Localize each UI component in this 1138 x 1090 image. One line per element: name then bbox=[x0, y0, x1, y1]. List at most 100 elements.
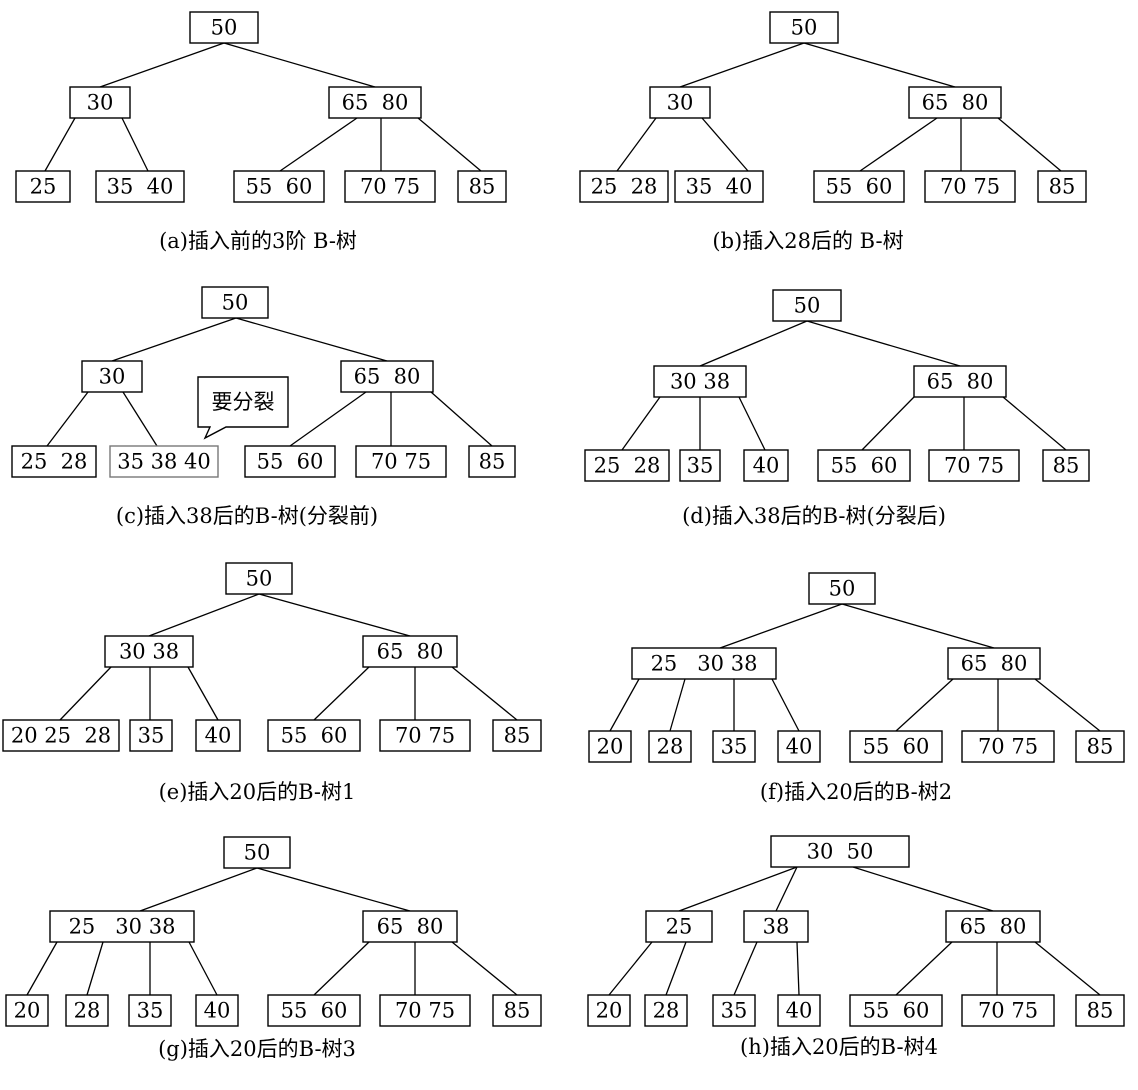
node-box bbox=[65, 994, 109, 1027]
tree-node: 55 60 bbox=[233, 170, 325, 203]
tree-edge bbox=[679, 42, 805, 88]
tree-edge bbox=[859, 117, 938, 172]
node-box bbox=[15, 170, 71, 203]
tree-node: 35 40 bbox=[674, 170, 764, 203]
node-box bbox=[362, 910, 458, 943]
node-keys: 40 bbox=[204, 999, 231, 1023]
tree-node: 40 bbox=[195, 719, 241, 752]
tree-edge bbox=[111, 317, 237, 362]
node-keys: 85 bbox=[504, 999, 531, 1023]
node-keys: 70 75 bbox=[978, 999, 1038, 1023]
tree-edge bbox=[806, 320, 961, 367]
node-keys: 85 bbox=[1087, 735, 1114, 759]
node-keys: 50 bbox=[791, 16, 818, 40]
tree-edge bbox=[803, 42, 956, 88]
panel-caption: (e)插入20后的B-树1 bbox=[159, 780, 356, 804]
tree-node: 30 bbox=[649, 86, 711, 119]
tree-node: 25 bbox=[15, 170, 71, 203]
node-box bbox=[328, 86, 422, 119]
node-keys: 85 bbox=[469, 175, 496, 199]
tree-node: 70 75 bbox=[355, 445, 447, 478]
node-keys: 20 bbox=[596, 999, 623, 1023]
tree-node: 30 bbox=[69, 86, 131, 119]
tree-node: 35 38 40 bbox=[109, 445, 219, 478]
tree-node: 65 80 bbox=[362, 635, 458, 668]
node-keys: 35 bbox=[687, 454, 714, 478]
tree-node: 30 bbox=[81, 360, 143, 393]
tree-edge bbox=[26, 941, 58, 996]
node-keys: 65 80 bbox=[927, 370, 994, 394]
tree-node: 55 60 bbox=[849, 994, 943, 1027]
tree-node: 50 bbox=[808, 572, 876, 605]
tree-node: 85 bbox=[1075, 994, 1125, 1027]
tree-node: 30 50 bbox=[770, 835, 910, 868]
node-keys: 35 38 40 bbox=[117, 450, 211, 474]
tree-node: 65 80 bbox=[908, 86, 1002, 119]
node-keys: 50 bbox=[794, 294, 821, 318]
node-keys: 55 60 bbox=[281, 724, 348, 748]
tree-node: 65 80 bbox=[947, 647, 1041, 680]
tree-node: 35 40 bbox=[95, 170, 185, 203]
node-keys: 30 bbox=[667, 91, 694, 115]
node-keys: 35 bbox=[138, 724, 165, 748]
node-keys: 85 bbox=[1053, 454, 1080, 478]
node-box bbox=[772, 289, 842, 322]
node-keys: 25 30 38 bbox=[651, 652, 758, 676]
node-keys: 70 75 bbox=[360, 175, 420, 199]
tree-node: 85 bbox=[1037, 170, 1087, 203]
node-keys: 70 75 bbox=[371, 450, 431, 474]
node-keys: 38 bbox=[763, 915, 790, 939]
node-keys: 40 bbox=[786, 735, 813, 759]
node-box bbox=[653, 365, 747, 398]
node-box bbox=[2, 719, 120, 752]
tree-node: 25 28 bbox=[579, 170, 669, 203]
node-box bbox=[379, 719, 471, 752]
tree-edge bbox=[669, 678, 686, 732]
node-box bbox=[267, 719, 361, 752]
node-box bbox=[129, 719, 173, 752]
tree-edge bbox=[44, 117, 76, 172]
node-box bbox=[648, 730, 692, 763]
tree-edge bbox=[46, 391, 89, 447]
node-keys: 55 60 bbox=[863, 999, 930, 1023]
panel-caption: (b)插入28后的 B-树 bbox=[712, 229, 903, 253]
node-box bbox=[5, 994, 49, 1027]
tree-node: 70 75 bbox=[379, 994, 471, 1027]
node-box bbox=[961, 994, 1055, 1027]
callout-bubble bbox=[197, 376, 289, 440]
tree-edge bbox=[1034, 678, 1101, 732]
node-box bbox=[644, 994, 688, 1027]
tree-edge bbox=[313, 941, 370, 996]
tree-node: 55 60 bbox=[267, 994, 361, 1027]
node-keys: 35 40 bbox=[107, 175, 174, 199]
node-keys: 55 60 bbox=[246, 175, 313, 199]
node-keys: 65 80 bbox=[354, 365, 421, 389]
node-box bbox=[928, 449, 1020, 482]
node-keys: 65 80 bbox=[960, 915, 1027, 939]
node-box bbox=[492, 719, 542, 752]
tree-node: 70 75 bbox=[961, 994, 1055, 1027]
tree-edge bbox=[86, 941, 104, 996]
node-keys: 65 80 bbox=[342, 91, 409, 115]
panel-caption: (a)插入前的3阶 B-树 bbox=[159, 229, 357, 253]
node-keys: 55 60 bbox=[281, 999, 348, 1023]
node-box bbox=[817, 449, 911, 482]
node-keys: 70 75 bbox=[944, 454, 1004, 478]
tree-edge bbox=[451, 666, 518, 721]
tree-node: 85 bbox=[1042, 449, 1090, 482]
tree-node: 20 bbox=[5, 994, 49, 1027]
node-keys: 65 80 bbox=[377, 915, 444, 939]
tree-edge bbox=[719, 603, 843, 649]
node-keys: 50 bbox=[222, 291, 249, 315]
node-box bbox=[769, 11, 839, 44]
tree-node: 20 bbox=[587, 994, 631, 1027]
node-box bbox=[579, 170, 669, 203]
tree-node: 65 80 bbox=[362, 910, 458, 943]
node-keys: 20 bbox=[597, 735, 624, 759]
tree-node: 50 bbox=[223, 836, 291, 869]
node-keys: 55 60 bbox=[831, 454, 898, 478]
